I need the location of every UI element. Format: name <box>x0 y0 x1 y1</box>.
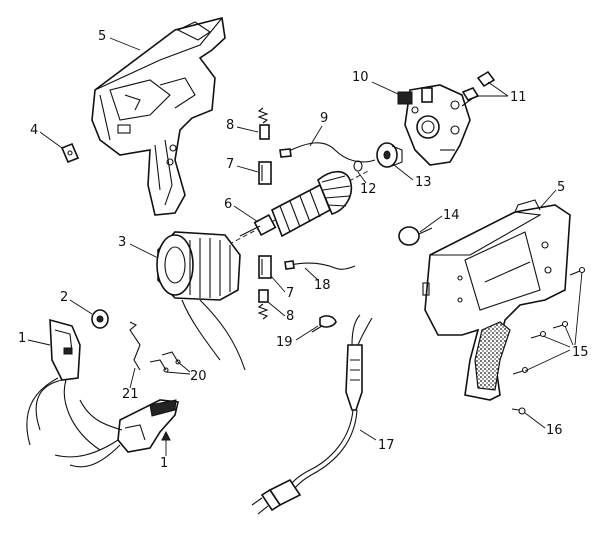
label-housing-left: 5 <box>98 29 106 44</box>
label-housing-right: 5 <box>557 180 565 195</box>
label-brush-holder-top: 7 <box>226 157 234 172</box>
label-bearing-gear: 13 <box>415 175 432 190</box>
small-screw <box>511 407 526 415</box>
clips <box>149 351 181 373</box>
switch-upper <box>26 318 101 451</box>
bearing-gear <box>376 142 403 168</box>
gear-screws <box>461 70 496 107</box>
label-brush-spring-top: 8 <box>226 118 234 133</box>
label-field: 3 <box>118 235 126 250</box>
bearing <box>91 309 109 329</box>
right-housing <box>422 199 571 401</box>
label-switch-lower: 1 <box>160 456 168 471</box>
brush-spring-bottom <box>257 289 269 320</box>
brush-spring-top <box>257 107 270 140</box>
label-gear-screws: 11 <box>510 90 527 105</box>
gear-case <box>397 84 471 166</box>
field <box>156 231 246 371</box>
label-small-screw: 16 <box>546 423 563 438</box>
label-brush-spring-bottom: 8 <box>286 309 294 324</box>
left-housing <box>91 17 226 216</box>
nameplate <box>60 142 80 164</box>
label-cord: 17 <box>378 438 395 453</box>
label-housing-screws: 15 <box>572 345 589 360</box>
spring-clip <box>129 321 141 371</box>
label-bearing: 2 <box>60 290 68 305</box>
label-terminal: 19 <box>276 335 293 350</box>
label-clips: 20 <box>190 369 207 384</box>
cord <box>251 314 373 515</box>
label-cap: 14 <box>443 208 460 223</box>
cap <box>398 226 433 246</box>
washer <box>353 160 363 172</box>
switch-lower <box>54 399 179 468</box>
label-gear-case: 10 <box>352 70 369 85</box>
lead-wire <box>279 142 376 163</box>
brush-holder-top <box>258 161 272 185</box>
label-field-lead: 18 <box>314 278 331 293</box>
brush-holder-bottom <box>258 255 272 279</box>
armature <box>164 169 371 279</box>
terminal <box>311 315 337 333</box>
label-armature: 6 <box>224 197 232 212</box>
label-spring-clip: 21 <box>122 387 139 402</box>
label-nameplate: 4 <box>30 123 38 138</box>
label-switch-upper: 1 <box>18 331 26 346</box>
field-lead <box>284 260 356 270</box>
label-lead-wire: 9 <box>320 111 328 126</box>
label-brush-holder-bottom: 7 <box>286 286 294 301</box>
label-washer: 12 <box>360 182 377 197</box>
